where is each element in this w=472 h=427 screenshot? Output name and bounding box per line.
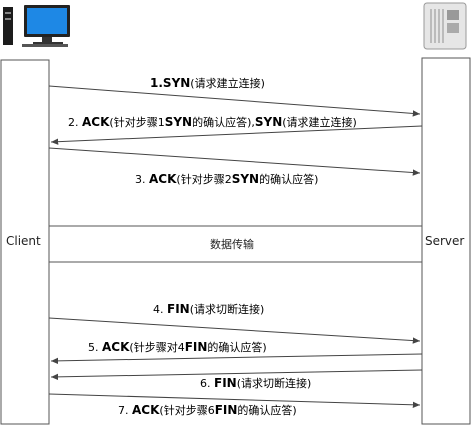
message-6-number: 6. [200,377,214,390]
arrow-4-fin [48,317,421,344]
message-5-number: 5. [88,341,102,354]
desktop-computer-icon [3,5,70,47]
message-3-keyword-b: SYN [231,172,260,186]
message-7-label: 7. ACK(针对步骤6FIN的确认应答) [118,403,297,418]
message-2-label: 2. ACK(针对步骤1SYN的确认应答),SYN(请求建立连接) [68,115,357,130]
client-lifeline-box [0,59,50,425]
message-4-label: 4. FIN(请求切断连接) [153,302,265,317]
message-3-text-a: (针对步骤2 [176,173,232,186]
message-2-number: 2. [68,116,82,129]
message-2-keyword: ACK [82,115,110,129]
message-2-text-b: 的确认应答), [192,116,255,129]
message-4-text: (请求切断连接) [189,303,265,316]
message-1-text: (请求建立连接) [190,77,265,90]
message-7-number: 7. [118,404,132,417]
server-tower-icon [423,2,467,50]
arrow-1-syn [48,85,421,117]
message-7-text-b: 的确认应答) [237,404,297,417]
data-transfer-label: 数据传输 [210,238,254,251]
message-2-text-a: (针对步骤1 [109,116,165,129]
message-3-label: 3. ACK(针对步骤2SYN的确认应答) [135,172,319,187]
message-6-text: (请求切断连接) [236,377,312,390]
message-1-keyword: SYN [162,76,191,90]
message-7-keyword-b: FIN [214,403,238,417]
message-7-keyword: ACK [132,403,160,417]
message-7-text-a: (针对步骤6 [159,404,215,417]
message-5-keyword-b: FIN [184,340,208,354]
message-4-number: 4. [153,303,167,316]
message-2-keyword-c: SYN [254,115,283,129]
arrow-extra-left [50,369,423,381]
message-3-number: 3. [135,173,149,186]
message-1-label: 1.SYN(请求建立连接) [150,76,265,91]
message-5-text-a: (针步骤对4 [129,341,185,354]
message-3-keyword: ACK [149,172,177,186]
message-4-keyword: FIN [167,302,190,316]
message-5-text-b: 的确认应答) [207,341,267,354]
message-5-label: 5. ACK(针步骤对4FIN的确认应答) [88,340,267,355]
message-2-text-c: (请求建立连接) [282,116,357,129]
server-label: Server [425,234,465,248]
message-1-number: 1. [150,76,163,90]
arrow-3-ack [48,147,421,176]
arrow-6-fin [48,393,421,408]
message-6-label: 6. FIN(请求切断连接) [200,376,312,391]
client-label: Client [6,234,41,248]
message-5-keyword: ACK [102,340,130,354]
message-3-text-b: 的确认应答) [259,173,319,186]
message-6-keyword: FIN [214,376,237,390]
message-2-keyword-b: SYN [164,115,193,129]
arrow-2-syn-ack [50,125,423,145]
arrow-5-ack [50,353,423,365]
server-lifeline-box [421,57,471,425]
